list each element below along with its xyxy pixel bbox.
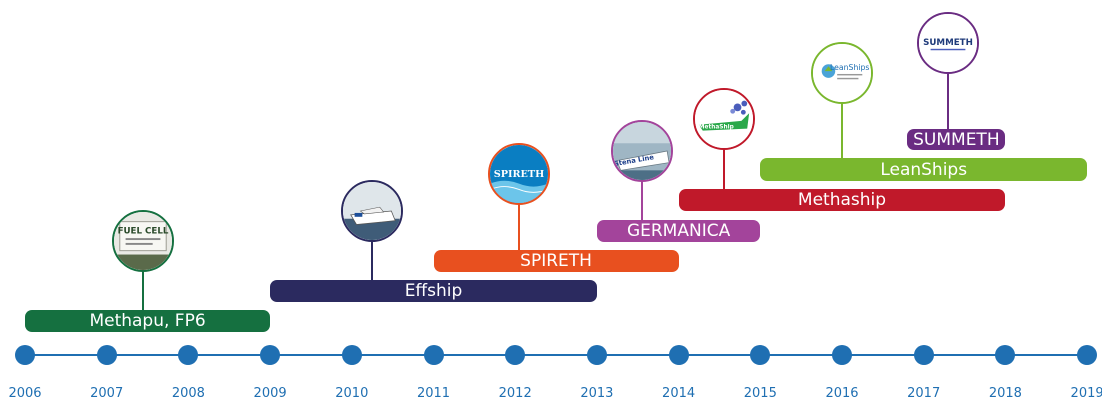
timeline-year-dot bbox=[505, 345, 526, 365]
project-connector-line bbox=[640, 180, 643, 220]
timeline-year-label: 2018 bbox=[988, 386, 1022, 401]
project-connector-line bbox=[371, 240, 374, 280]
timeline-year-dot bbox=[913, 345, 934, 365]
project-bar-label: GERMANICA bbox=[626, 221, 731, 241]
timeline-year-dot bbox=[341, 345, 362, 365]
timeline-year-dot bbox=[586, 345, 607, 365]
summeth-logo-icon: SUMMETH bbox=[917, 12, 980, 74]
timeline-year-label: 2006 bbox=[8, 386, 42, 401]
project-bar-spireth: SPIRETH bbox=[433, 250, 679, 272]
svg-text:MethaShip: MethaShip bbox=[698, 125, 733, 131]
timeline-year-dot bbox=[1077, 345, 1098, 365]
project-bar-label: Methapu, FP6 bbox=[89, 311, 206, 331]
spireth-logo-icon: SPIRETH bbox=[488, 143, 551, 205]
timeline-year-dot bbox=[15, 345, 35, 365]
svg-text:LeanShips: LeanShips bbox=[830, 63, 869, 72]
project-bar-label: LeanShips bbox=[880, 159, 968, 180]
svg-text:FUEL CELL: FUEL CELL bbox=[118, 226, 169, 236]
project-connector-line bbox=[722, 148, 725, 189]
svg-text:SUMMETH: SUMMETH bbox=[923, 38, 973, 48]
timeline-year-label: 2019 bbox=[1070, 386, 1102, 401]
timeline-year-label: 2017 bbox=[907, 386, 941, 401]
project-bar-summeth: SUMMETH bbox=[907, 129, 1006, 150]
project-bar-germanica: GERMANICA bbox=[596, 220, 761, 242]
project-bar-label: Effship bbox=[404, 281, 463, 301]
timeline-axis-line bbox=[25, 354, 1088, 356]
svg-text:SPIRETH: SPIRETH bbox=[494, 169, 544, 180]
project-bar-leanships: LeanShips bbox=[760, 158, 1088, 181]
timeline-year-dot bbox=[178, 345, 199, 365]
timeline-year-dot bbox=[750, 345, 771, 365]
timeline-year-label: 2014 bbox=[662, 386, 696, 401]
ship-photo-icon bbox=[341, 180, 404, 242]
timeline-year-dot bbox=[832, 345, 852, 365]
timeline-year-dot bbox=[995, 345, 1016, 365]
timeline-year-label: 2008 bbox=[171, 386, 205, 401]
project-bar-label: Methaship bbox=[797, 190, 887, 210]
timeline-year-label: 2015 bbox=[743, 386, 777, 401]
project-connector-line bbox=[518, 203, 521, 250]
timeline-year-dot bbox=[423, 345, 444, 365]
project-bar-methapu-fp6: Methapu, FP6 bbox=[25, 310, 271, 332]
timeline-year-label: 2007 bbox=[90, 386, 124, 401]
project-bar-methaship: Methaship bbox=[678, 189, 1006, 211]
fuel-cell-photo-icon: FUEL CELL bbox=[112, 210, 175, 272]
timeline-year-dot bbox=[260, 345, 281, 365]
project-bar-effship: Effship bbox=[270, 280, 597, 302]
timeline-year-label: 2016 bbox=[825, 386, 859, 401]
project-connector-line bbox=[142, 270, 145, 310]
project-connector-line bbox=[841, 102, 843, 158]
timeline-year-label: 2009 bbox=[253, 386, 287, 401]
timeline-year-label: 2012 bbox=[498, 386, 532, 401]
timeline-year-dot bbox=[668, 345, 689, 365]
timeline-year-label: 2010 bbox=[335, 386, 369, 401]
timeline-year-label: 2013 bbox=[580, 386, 614, 401]
stena-line-photo-icon: Stena Line bbox=[610, 120, 673, 182]
project-connector-line bbox=[947, 72, 950, 129]
project-bar-label: SPIRETH bbox=[520, 251, 592, 271]
methaship-logo-icon: MethaShip bbox=[692, 88, 755, 150]
leanships-logo-icon: LeanShips bbox=[811, 42, 873, 104]
timeline-year-dot bbox=[96, 345, 117, 365]
timeline-year-label: 2011 bbox=[416, 386, 451, 401]
project-bar-label: SUMMETH bbox=[913, 129, 1000, 150]
